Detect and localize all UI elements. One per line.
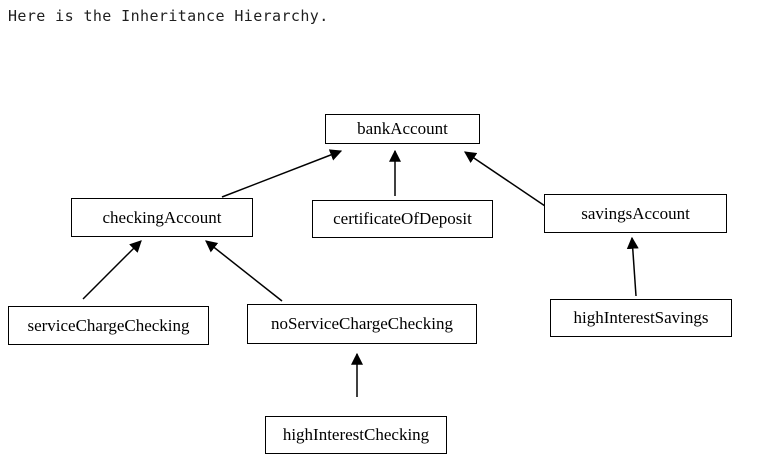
page-title: Here is the Inheritance Hierarchy.: [8, 7, 329, 25]
node-bankaccount: bankAccount: [325, 114, 480, 144]
node-highinterestchecking: highInterestChecking: [265, 416, 447, 454]
node-noservicechargechecking: noServiceChargeChecking: [247, 304, 477, 344]
arrow-checkingaccount-to-bankaccount: [221, 149, 343, 198]
arrow-savingsaccount-to-bankaccount: [464, 151, 546, 207]
node-servicechargechecking: serviceChargeChecking: [8, 306, 209, 345]
arrow-noservicechargechecking-to-checkingaccount: [205, 240, 283, 302]
arrow-servicechargechecking-to-checkingaccount: [82, 240, 142, 300]
node-highinterestsavings: highInterestSavings: [550, 299, 732, 337]
arrow-highinterestsavings-to-savingsaccount: [626, 236, 639, 297]
node-checkingaccount: checkingAccount: [71, 198, 253, 237]
node-certificateofdeposit: certificateOfDeposit: [312, 200, 493, 238]
node-savingsaccount: savingsAccount: [544, 194, 727, 233]
